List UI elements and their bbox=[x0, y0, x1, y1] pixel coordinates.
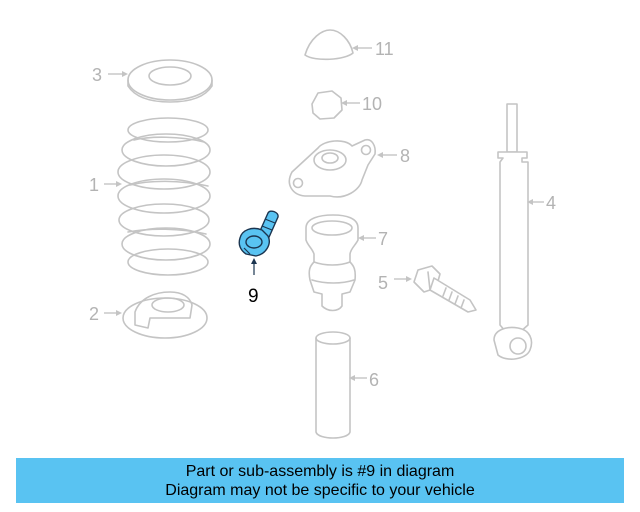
svg-text:4: 4 bbox=[546, 193, 556, 213]
part-4-shock-absorber[interactable] bbox=[493, 103, 533, 360]
callout-2: 2 bbox=[89, 304, 122, 324]
part-11-cap[interactable] bbox=[304, 29, 354, 61]
part-2-lower-spring-seat[interactable] bbox=[122, 291, 208, 339]
svg-text:10: 10 bbox=[362, 94, 382, 114]
part-8-strut-mount[interactable] bbox=[288, 138, 376, 198]
svg-text:6: 6 bbox=[369, 370, 379, 390]
callout-6: 6 bbox=[349, 370, 379, 390]
part-6-dust-boot[interactable] bbox=[315, 331, 351, 439]
part-9-highlighted-bolt[interactable] bbox=[238, 210, 279, 257]
svg-text:3: 3 bbox=[92, 65, 102, 85]
callout-9: 9 bbox=[248, 258, 259, 307]
svg-text:8: 8 bbox=[400, 146, 410, 166]
svg-text:9: 9 bbox=[248, 286, 259, 307]
svg-text:1: 1 bbox=[89, 175, 99, 195]
callout-7: 7 bbox=[358, 229, 388, 249]
svg-text:7: 7 bbox=[378, 229, 388, 249]
callout-8: 8 bbox=[377, 146, 410, 166]
callout-11: 11 bbox=[352, 39, 394, 59]
callout-3: 3 bbox=[92, 65, 128, 85]
callout-1: 1 bbox=[89, 175, 122, 195]
banner-line-disclaimer: Diagram may not be specific to your vehi… bbox=[165, 481, 475, 499]
part-3-upper-spring-seat[interactable] bbox=[127, 59, 213, 103]
svg-text:5: 5 bbox=[378, 273, 388, 293]
callout-10: 10 bbox=[341, 94, 382, 114]
banner-line-part-number: Part or sub-assembly is #9 in diagram bbox=[185, 462, 455, 480]
svg-text:2: 2 bbox=[89, 304, 99, 324]
part-10-nut[interactable] bbox=[311, 90, 343, 120]
info-banner: Part or sub-assembly is #9 in diagram Di… bbox=[16, 458, 624, 503]
svg-text:11: 11 bbox=[375, 39, 394, 59]
part-5-mount-bolt[interactable] bbox=[413, 265, 477, 313]
part-7-bump-stop[interactable] bbox=[305, 214, 359, 312]
callout-5: 5 bbox=[378, 273, 412, 293]
part-1-coil-spring[interactable] bbox=[117, 117, 211, 276]
callout-4: 4 bbox=[527, 193, 556, 213]
